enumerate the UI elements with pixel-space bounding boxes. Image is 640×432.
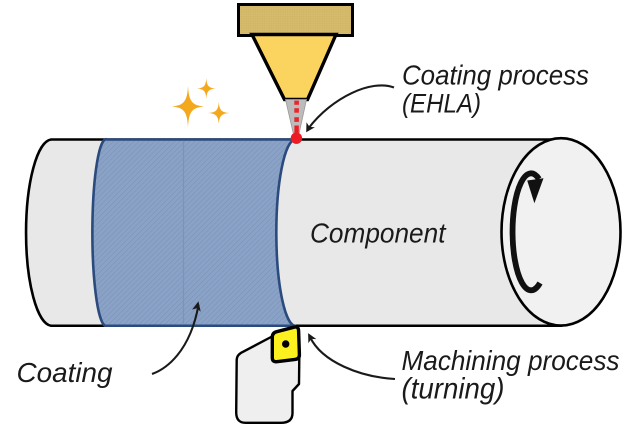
- svg-text:(turning): (turning): [402, 373, 505, 406]
- svg-text:(EHLA): (EHLA): [402, 88, 481, 118]
- svg-text:Machining process: Machining process: [402, 345, 620, 376]
- svg-text:Component: Component: [310, 217, 447, 248]
- svg-text:Coating process: Coating process: [402, 60, 589, 91]
- svg-text:Coating: Coating: [17, 357, 113, 388]
